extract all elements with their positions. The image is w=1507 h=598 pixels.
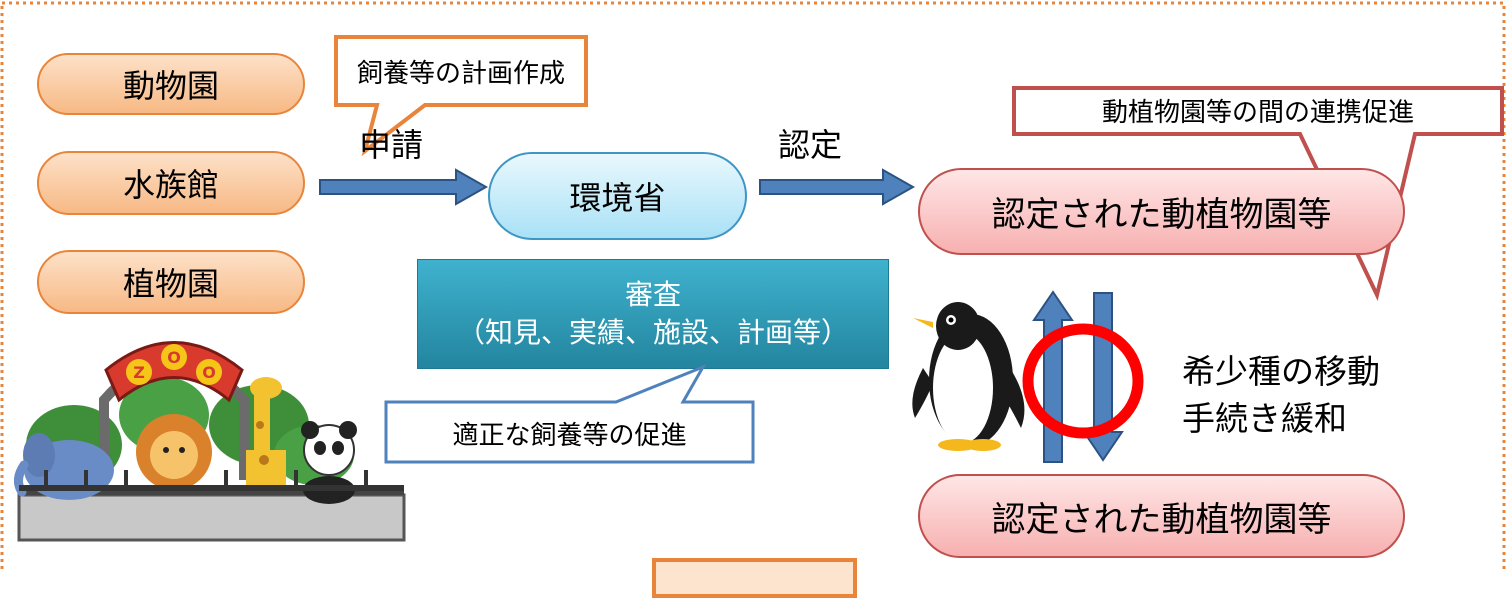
arrow-certify bbox=[759, 168, 916, 206]
review-detail: （知見、実績、施設、計画等） bbox=[456, 316, 849, 349]
penguin-illustration bbox=[912, 302, 1025, 451]
arrow-apply bbox=[319, 168, 489, 206]
rare-species-line1: 希少種の移動 bbox=[1182, 352, 1380, 391]
callout-proper-care-text: 適正な飼養等の促進 bbox=[452, 420, 687, 451]
partial-box-bottom bbox=[652, 558, 857, 598]
rare-species-line2: 手続き緩和 bbox=[1182, 399, 1347, 438]
svg-text:Z: Z bbox=[133, 363, 145, 382]
review-title: 審査 bbox=[624, 278, 681, 311]
facility-aquarium-label: 水族館 bbox=[122, 166, 219, 204]
certified-bottom-label: 認定された動植物園等 bbox=[991, 499, 1332, 540]
facility-botanical-label: 植物園 bbox=[122, 265, 219, 303]
callout-plan-shape bbox=[334, 35, 588, 157]
apply-label: 申請 bbox=[359, 126, 424, 164]
arrow-transfer-up bbox=[1032, 290, 1074, 463]
facility-zoo: 動物園 bbox=[37, 53, 305, 115]
certify-label: 認定 bbox=[778, 126, 843, 164]
zoo-illustration: Z O O bbox=[14, 341, 406, 542]
facility-zoo-label: 動物園 bbox=[122, 67, 219, 105]
review-box: 審査 （知見、実績、施設、計画等） bbox=[417, 259, 889, 369]
ministry-of-environment: 環境省 bbox=[488, 152, 747, 240]
svg-text:O: O bbox=[167, 348, 181, 367]
svg-text:O: O bbox=[202, 363, 216, 382]
approval-circle-icon bbox=[1022, 323, 1144, 439]
callout-plan-text: 飼養等の計画作成 bbox=[356, 58, 565, 89]
certified-garden-bottom: 認定された動植物園等 bbox=[918, 474, 1405, 558]
facility-botanical-garden: 植物園 bbox=[37, 250, 305, 314]
certified-garden-top: 認定された動植物園等 bbox=[918, 168, 1405, 255]
callout-cooperation-text: 動植物園等の間の連携促進 bbox=[1101, 97, 1414, 128]
facility-aquarium: 水族館 bbox=[37, 151, 305, 215]
ministry-label: 環境省 bbox=[569, 179, 666, 217]
callout-proper-care-shape bbox=[384, 363, 755, 464]
certified-top-label: 認定された動植物園等 bbox=[991, 195, 1332, 235]
